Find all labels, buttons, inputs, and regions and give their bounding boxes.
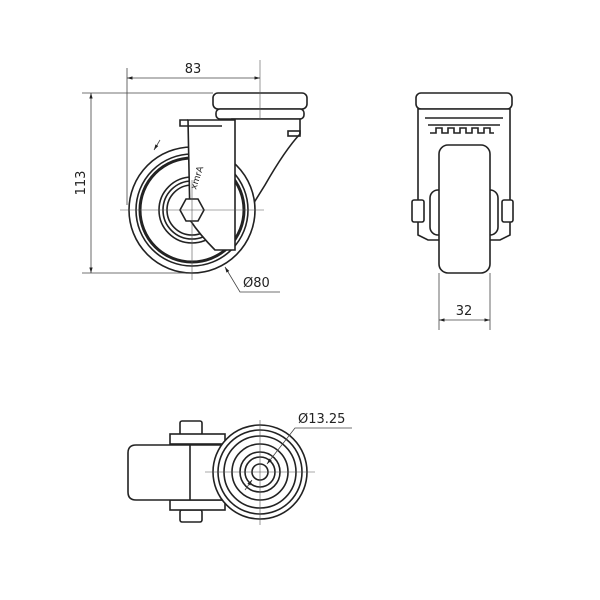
front-view: xmrA 83 113 Ø80 (74, 60, 308, 293)
bolt-head-bottom (179, 509, 203, 523)
dimension-wheel-diameter: Ø80 (243, 276, 270, 291)
axle-nut-left (411, 199, 425, 223)
bottom-view: Ø13.25 (127, 412, 352, 525)
dimension-height: 113 (74, 171, 89, 196)
dimension-bolt-hole: Ø13.25 (298, 412, 345, 427)
side-view: 32 (411, 92, 514, 330)
dimension-wheel-width: 32 (456, 304, 473, 319)
axle-nut-right (501, 199, 514, 223)
dimension-width: 83 (185, 62, 202, 77)
bolt-head-top (179, 420, 203, 436)
